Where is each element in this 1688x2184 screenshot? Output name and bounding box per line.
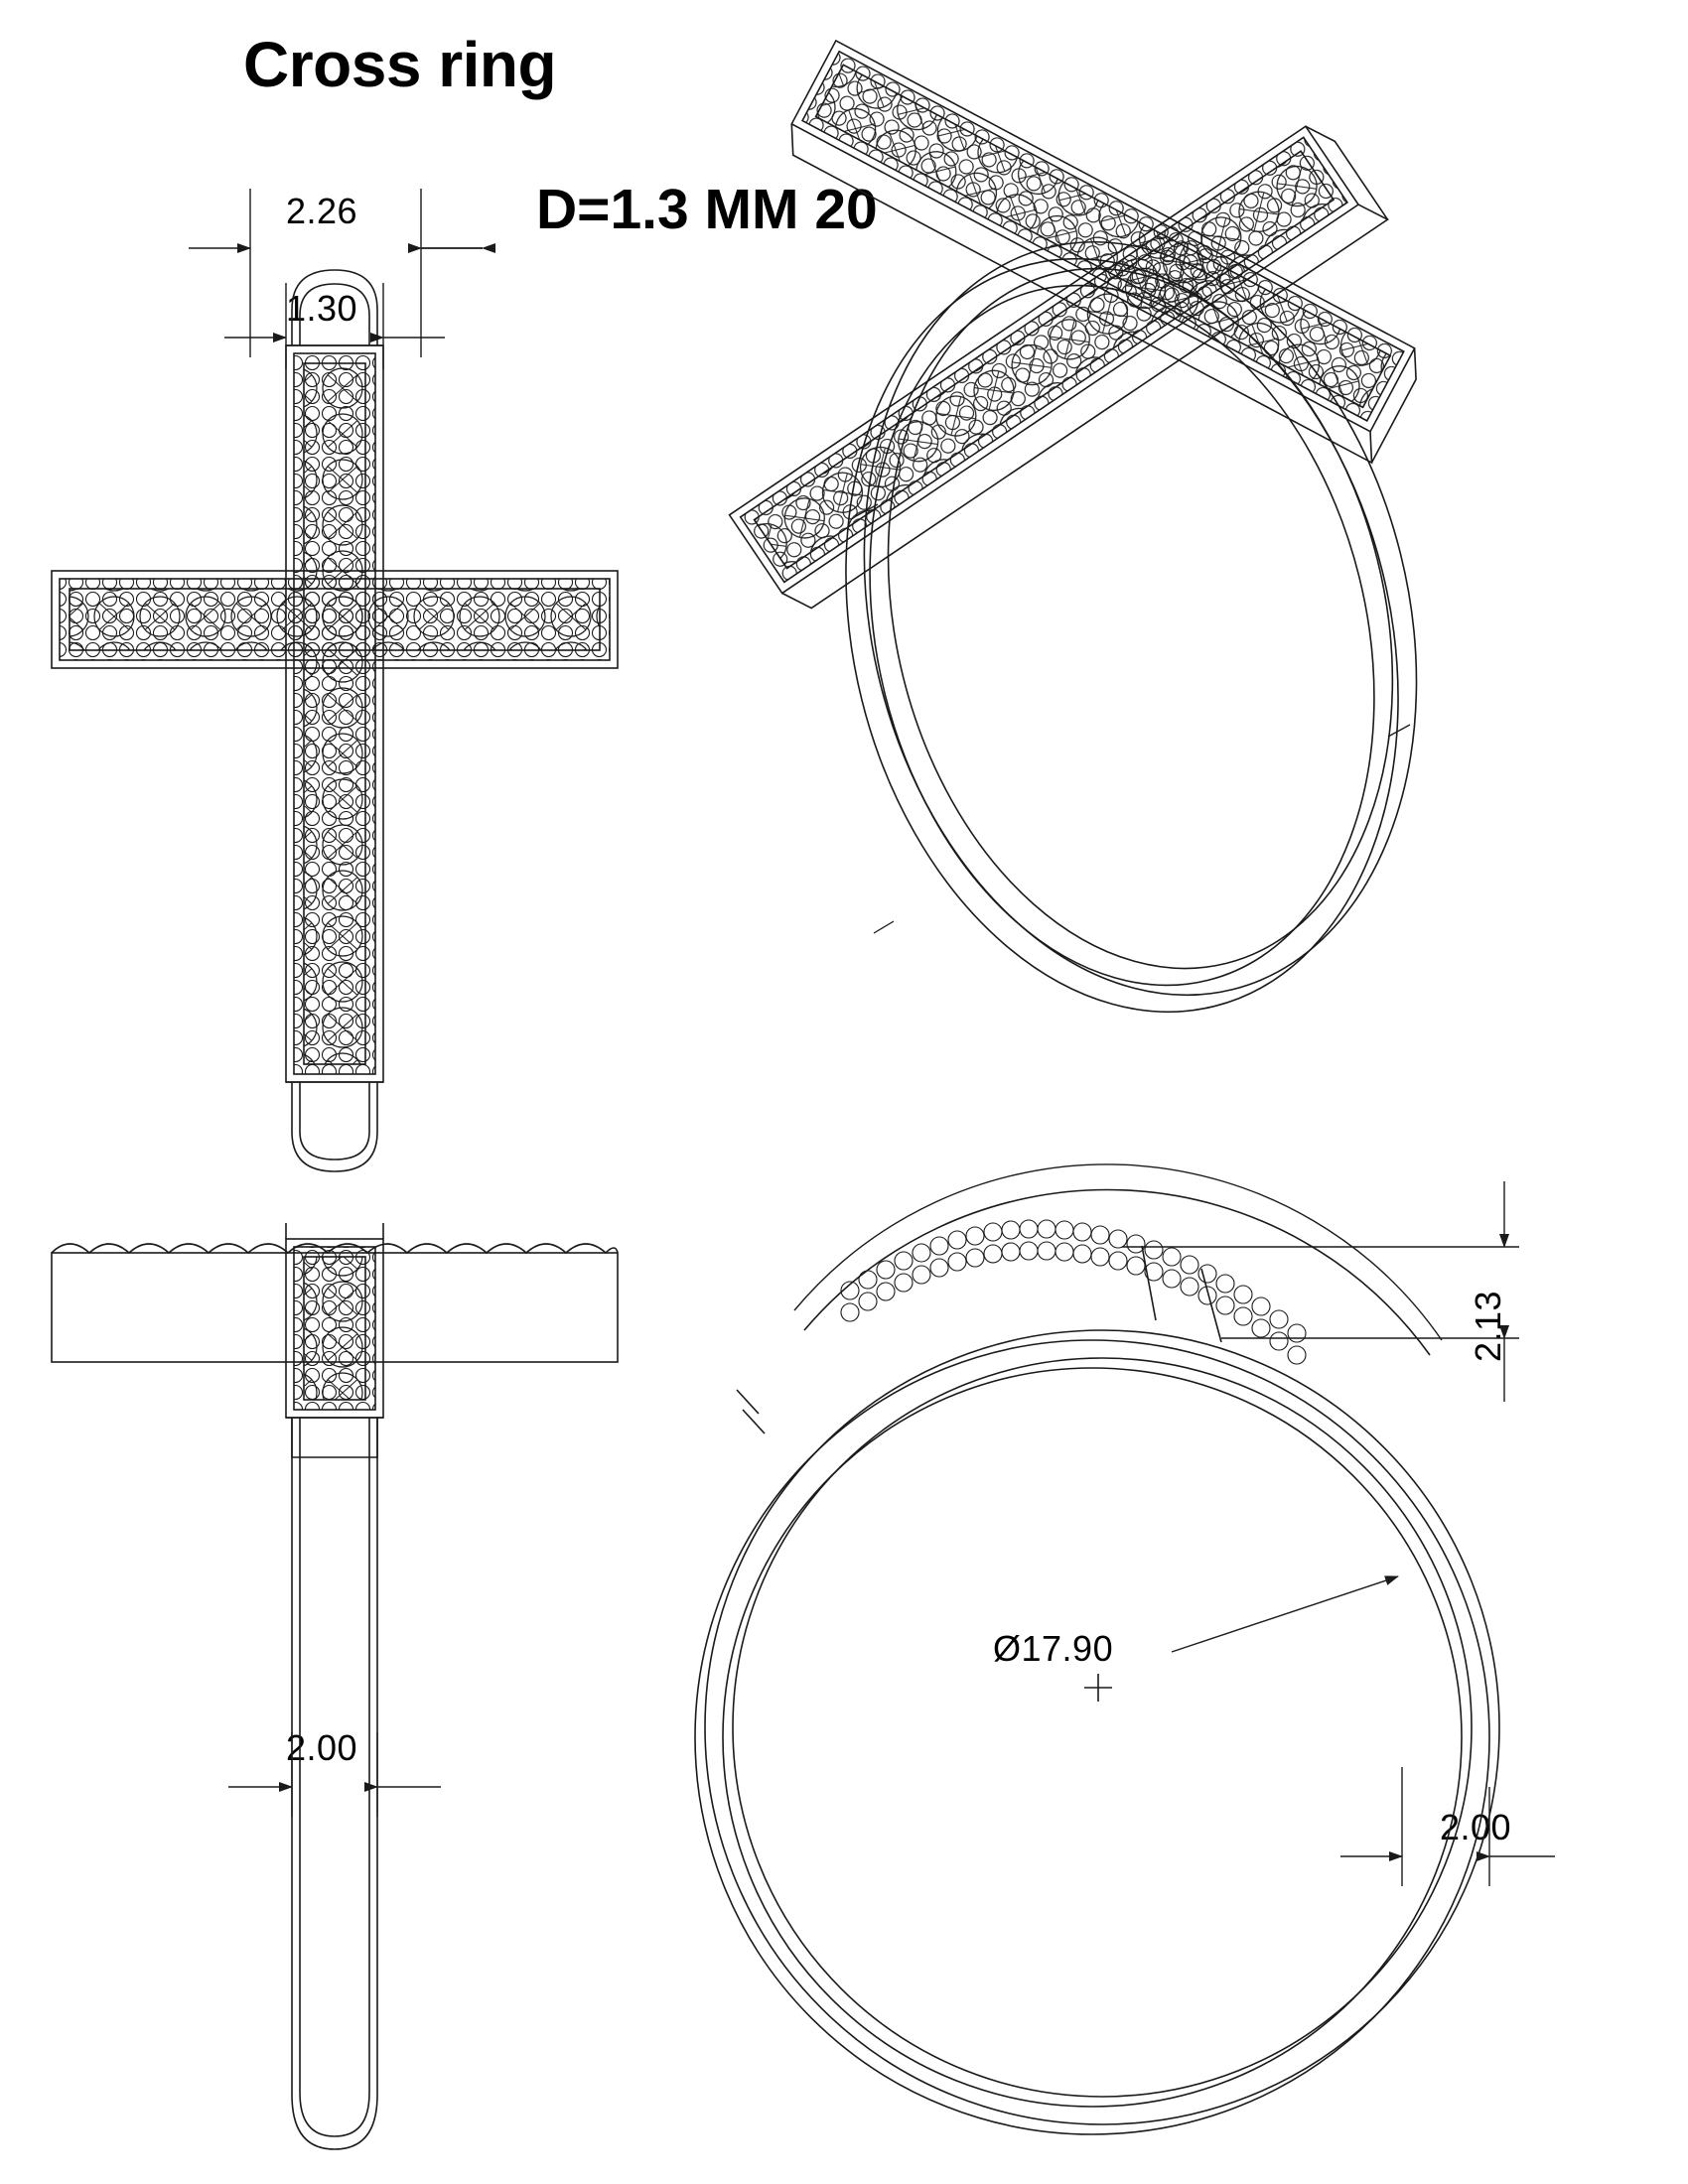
page-title: Cross ring (243, 29, 557, 100)
dim-top-width (189, 189, 495, 357)
dim-top-inner-width-label: 1.30 (286, 288, 358, 329)
top-ring-view (694, 1163, 1500, 2135)
dim-cross-height (1122, 1181, 1519, 1402)
side-cross-view (51, 1223, 619, 2150)
dim-inner-diameter-label: Ø17.90 (993, 1628, 1114, 1669)
dim-top-inner-width (224, 283, 445, 369)
dim-band-width-front-label: 2.00 (286, 1727, 358, 1768)
page-subtitle: D=1.3 MM 20 (536, 178, 878, 241)
dim-band-width-front (228, 1732, 441, 1817)
front-cross-view (51, 269, 619, 1172)
dim-inner-diameter-leader (1171, 1575, 1399, 1653)
iso-ring-view (728, 39, 1418, 1014)
dim-top-width-label: 2.26 (286, 191, 358, 231)
dim-band-width-side (1340, 1767, 1555, 1886)
